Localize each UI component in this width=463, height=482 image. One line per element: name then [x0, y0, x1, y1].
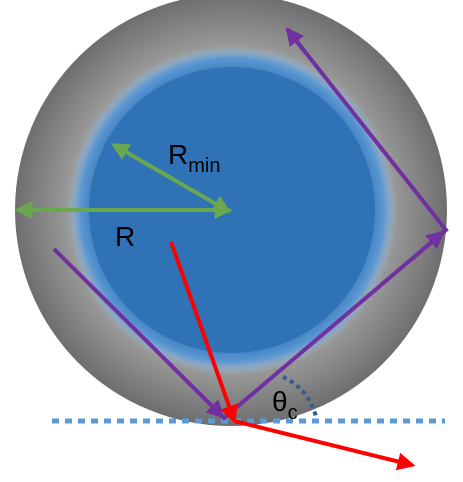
- rmin-arrow: [110, 143, 232, 213]
- purple-arrow-head-3: [285, 27, 307, 54]
- purple-arrow-head-1: [198, 392, 225, 419]
- whispering-gallery-path: [52, 27, 449, 421]
- incident-ray: [169, 241, 238, 424]
- refracted-ray: [233, 419, 416, 471]
- purple-arrow-head-2: [410, 230, 445, 261]
- critical-angle-arc: [282, 375, 318, 418]
- rmin-label: Rmin: [168, 139, 220, 177]
- theta-c-label: θc: [272, 386, 298, 424]
- r-label: R: [115, 221, 135, 252]
